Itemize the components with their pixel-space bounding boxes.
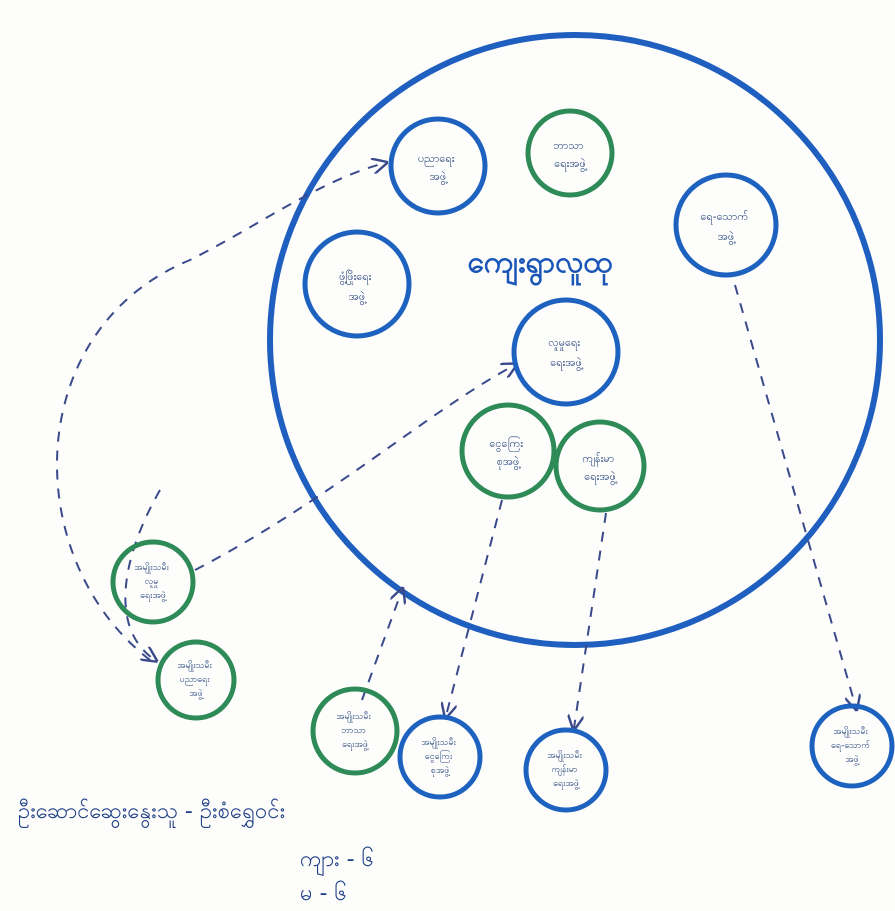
group-circle — [523, 727, 609, 813]
group-label: ပညာရေး — [180, 675, 211, 686]
group-label: လူမှုရေး — [548, 336, 580, 351]
group-label: အဖွဲ့ — [718, 230, 735, 245]
svg-text:ပညာရေး အဖွဲ့: ပညာရေး အဖွဲ့ — [418, 152, 458, 185]
svg-text:လူမှုရေး ရေးအဖွဲ့: လူမှုရေး ရေးအဖွဲ့ — [548, 336, 583, 371]
group-label: ရေးအဖွဲ့ — [140, 590, 168, 602]
arrow-social-link — [194, 365, 515, 571]
svg-text:အမျိုးသမီး ရေ-သောက်: အမျိုးသမီး ရေ-သောက် အဖွဲ့ — [831, 726, 873, 766]
arrow-w-religion-up — [361, 590, 402, 701]
svg-text:အမျိုးသမီး ဘာသာ ရေ: အမျိုးသမီး ဘာသာ ရေးအဖွဲ့ — [336, 711, 373, 751]
group-label: အမျိုးသမီး — [421, 737, 456, 749]
community-circle — [267, 32, 883, 648]
arrow-to-w-education — [124, 489, 161, 660]
group-label: ကျန်းမာ — [582, 452, 614, 467]
inner-group-education: ပညာရေး အဖွဲ့ — [388, 116, 488, 216]
group-label: ဘာသာ — [553, 139, 583, 152]
group-label: ရေးအဖွဲ့ — [550, 356, 583, 371]
svg-text:ကျန်းမာ ရေးအဖွဲ့: ကျန်းမာ ရေးအဖွဲ့ — [582, 452, 617, 485]
outer-group-w-religion: အမျိုးသမီး ဘာသာ ရေးအဖွဲ့ — [310, 686, 400, 776]
group-label: ကျန်းမာ — [552, 764, 578, 776]
group-label: အမျိုးသမီး — [547, 750, 582, 762]
group-label: အဖွဲ့ — [845, 754, 860, 766]
outer-group-w-health: အမျိုးသမီး ကျန်းမာ ရေးအဖွဲ့ — [523, 727, 609, 813]
group-label: ရေးအဖွဲ့ — [342, 739, 370, 751]
community-title: ကျေးရွာလူထု — [468, 245, 614, 287]
inner-group-social: လူမှုရေး ရေးအဖွဲ့ — [511, 297, 621, 407]
inner-group-health: ကျန်းမာ ရေးအဖွဲ့ — [553, 419, 647, 513]
group-circle — [397, 714, 483, 800]
male-count: ကျား - ၆ — [300, 846, 374, 876]
inner-group-development: ဖွံ့ဖြိုးရေး အဖွဲ့ — [302, 229, 412, 339]
group-circle — [155, 639, 237, 721]
group-label: ပညာရေး — [418, 152, 455, 167]
group-circle — [553, 419, 647, 513]
outer-group-w-social: အမျိုးသမီး လူမှု ရေးအဖွဲ့ — [110, 539, 196, 625]
outer-group-w-finance: အမျိုးသမီး ငွေကြေး စုအဖွဲ့ — [397, 714, 483, 800]
group-circle — [673, 172, 779, 278]
inner-group-finance: ငွေကြေး စုအဖွဲ့ — [459, 402, 557, 500]
facilitator-note: ဦးဆောင်ဆွေးနွေးသူ - ဦးစံရွှေဝင်း — [18, 798, 285, 829]
group-label: ဘာသာ — [341, 726, 366, 736]
group-label: အမျိုးသမီး — [134, 562, 169, 574]
svg-text:ဖွံ့ဖြိုးရေး အဖွဲ့: ဖွံ့ဖြိုးရေး အဖွဲ့ — [339, 269, 375, 305]
group-circle — [302, 229, 412, 339]
outer-group-w-education: အမျိုးသမီး ပညာရေး အဖွဲ့ — [155, 639, 237, 721]
arrow-finance-down — [446, 499, 503, 716]
group-label: ရေ-သောက် — [700, 210, 748, 225]
group-label: အဖွဲ့ — [189, 688, 204, 700]
group-label: အမျိုးသမီး — [833, 726, 868, 738]
group-label: အဖွဲ့ — [349, 290, 366, 305]
group-label: ရေးအဖွဲ့ — [554, 157, 587, 172]
group-circle — [459, 402, 557, 500]
svg-text:အမျိုးသမီး ကျန်းမာ: အမျိုးသမီး ကျန်းမာ ရေးအဖွဲ့ — [547, 750, 584, 790]
group-label: စုအဖွဲ့ — [497, 455, 521, 470]
group-label: ငွေကြေး — [425, 750, 453, 763]
group-label: ရေးအဖွဲ့ — [553, 778, 581, 790]
group-label: စုအဖွဲ့ — [431, 765, 451, 777]
arrow-water-down — [734, 284, 856, 708]
group-label: ဖွံ့ဖြိုးရေး — [339, 269, 371, 285]
svg-text:ဘာသာ ရေးအဖွဲ့: ဘာသာ ရေးအဖွဲ့ — [553, 139, 587, 172]
group-circle — [110, 539, 196, 625]
group-circle — [511, 297, 621, 407]
svg-text:အမျိုးသမီး လူမှု ရ: အမျိုးသမီး လူမှု ရေးအဖွဲ့ — [134, 562, 171, 602]
female-count: မ - ၆ — [300, 880, 347, 906]
group-label: အမျိုးသမီး — [336, 711, 371, 723]
connector-arrows — [56, 163, 856, 728]
group-label: အဖွဲ့ — [430, 170, 447, 185]
svg-text:ရေ-သောက် အဖွဲ့: ရေ-သောက် အဖွဲ့ — [700, 210, 751, 245]
group-circle — [809, 703, 895, 789]
group-circle — [525, 108, 615, 198]
group-circle — [310, 686, 400, 776]
inner-group-religion: ဘာသာ ရေးအဖွဲ့ — [525, 108, 615, 198]
arrow-education-link — [56, 163, 385, 661]
group-label: အမျိုးသမီး — [177, 660, 212, 672]
group-label: ရေးအဖွဲ့ — [584, 470, 617, 485]
inner-group-water: ရေ-သောက် အဖွဲ့ — [673, 172, 779, 278]
group-label: ငွေကြေး — [489, 436, 523, 452]
group-label: ရေ-သောက် — [831, 740, 871, 752]
svg-text:အမျိုးသမီး ငွေကြေး: အမျိုးသမီး ငွေကြေး စုအဖွဲ့ — [421, 737, 458, 777]
svg-text:ငွေကြေး စုအဖွဲ့: ငွေကြေး စုအဖွဲ့ — [489, 436, 526, 470]
svg-text:အမျိုးသမီး ပညာရေး: အမျိုးသမီး ပညာရေး အဖွဲ့ — [177, 660, 214, 700]
group-circle — [388, 116, 488, 216]
arrow-health-down — [574, 512, 607, 728]
group-label: လူမှု — [145, 577, 159, 588]
outer-group-w-water: အမျိုးသမီး ရေ-သောက် အဖွဲ့ — [809, 703, 895, 789]
